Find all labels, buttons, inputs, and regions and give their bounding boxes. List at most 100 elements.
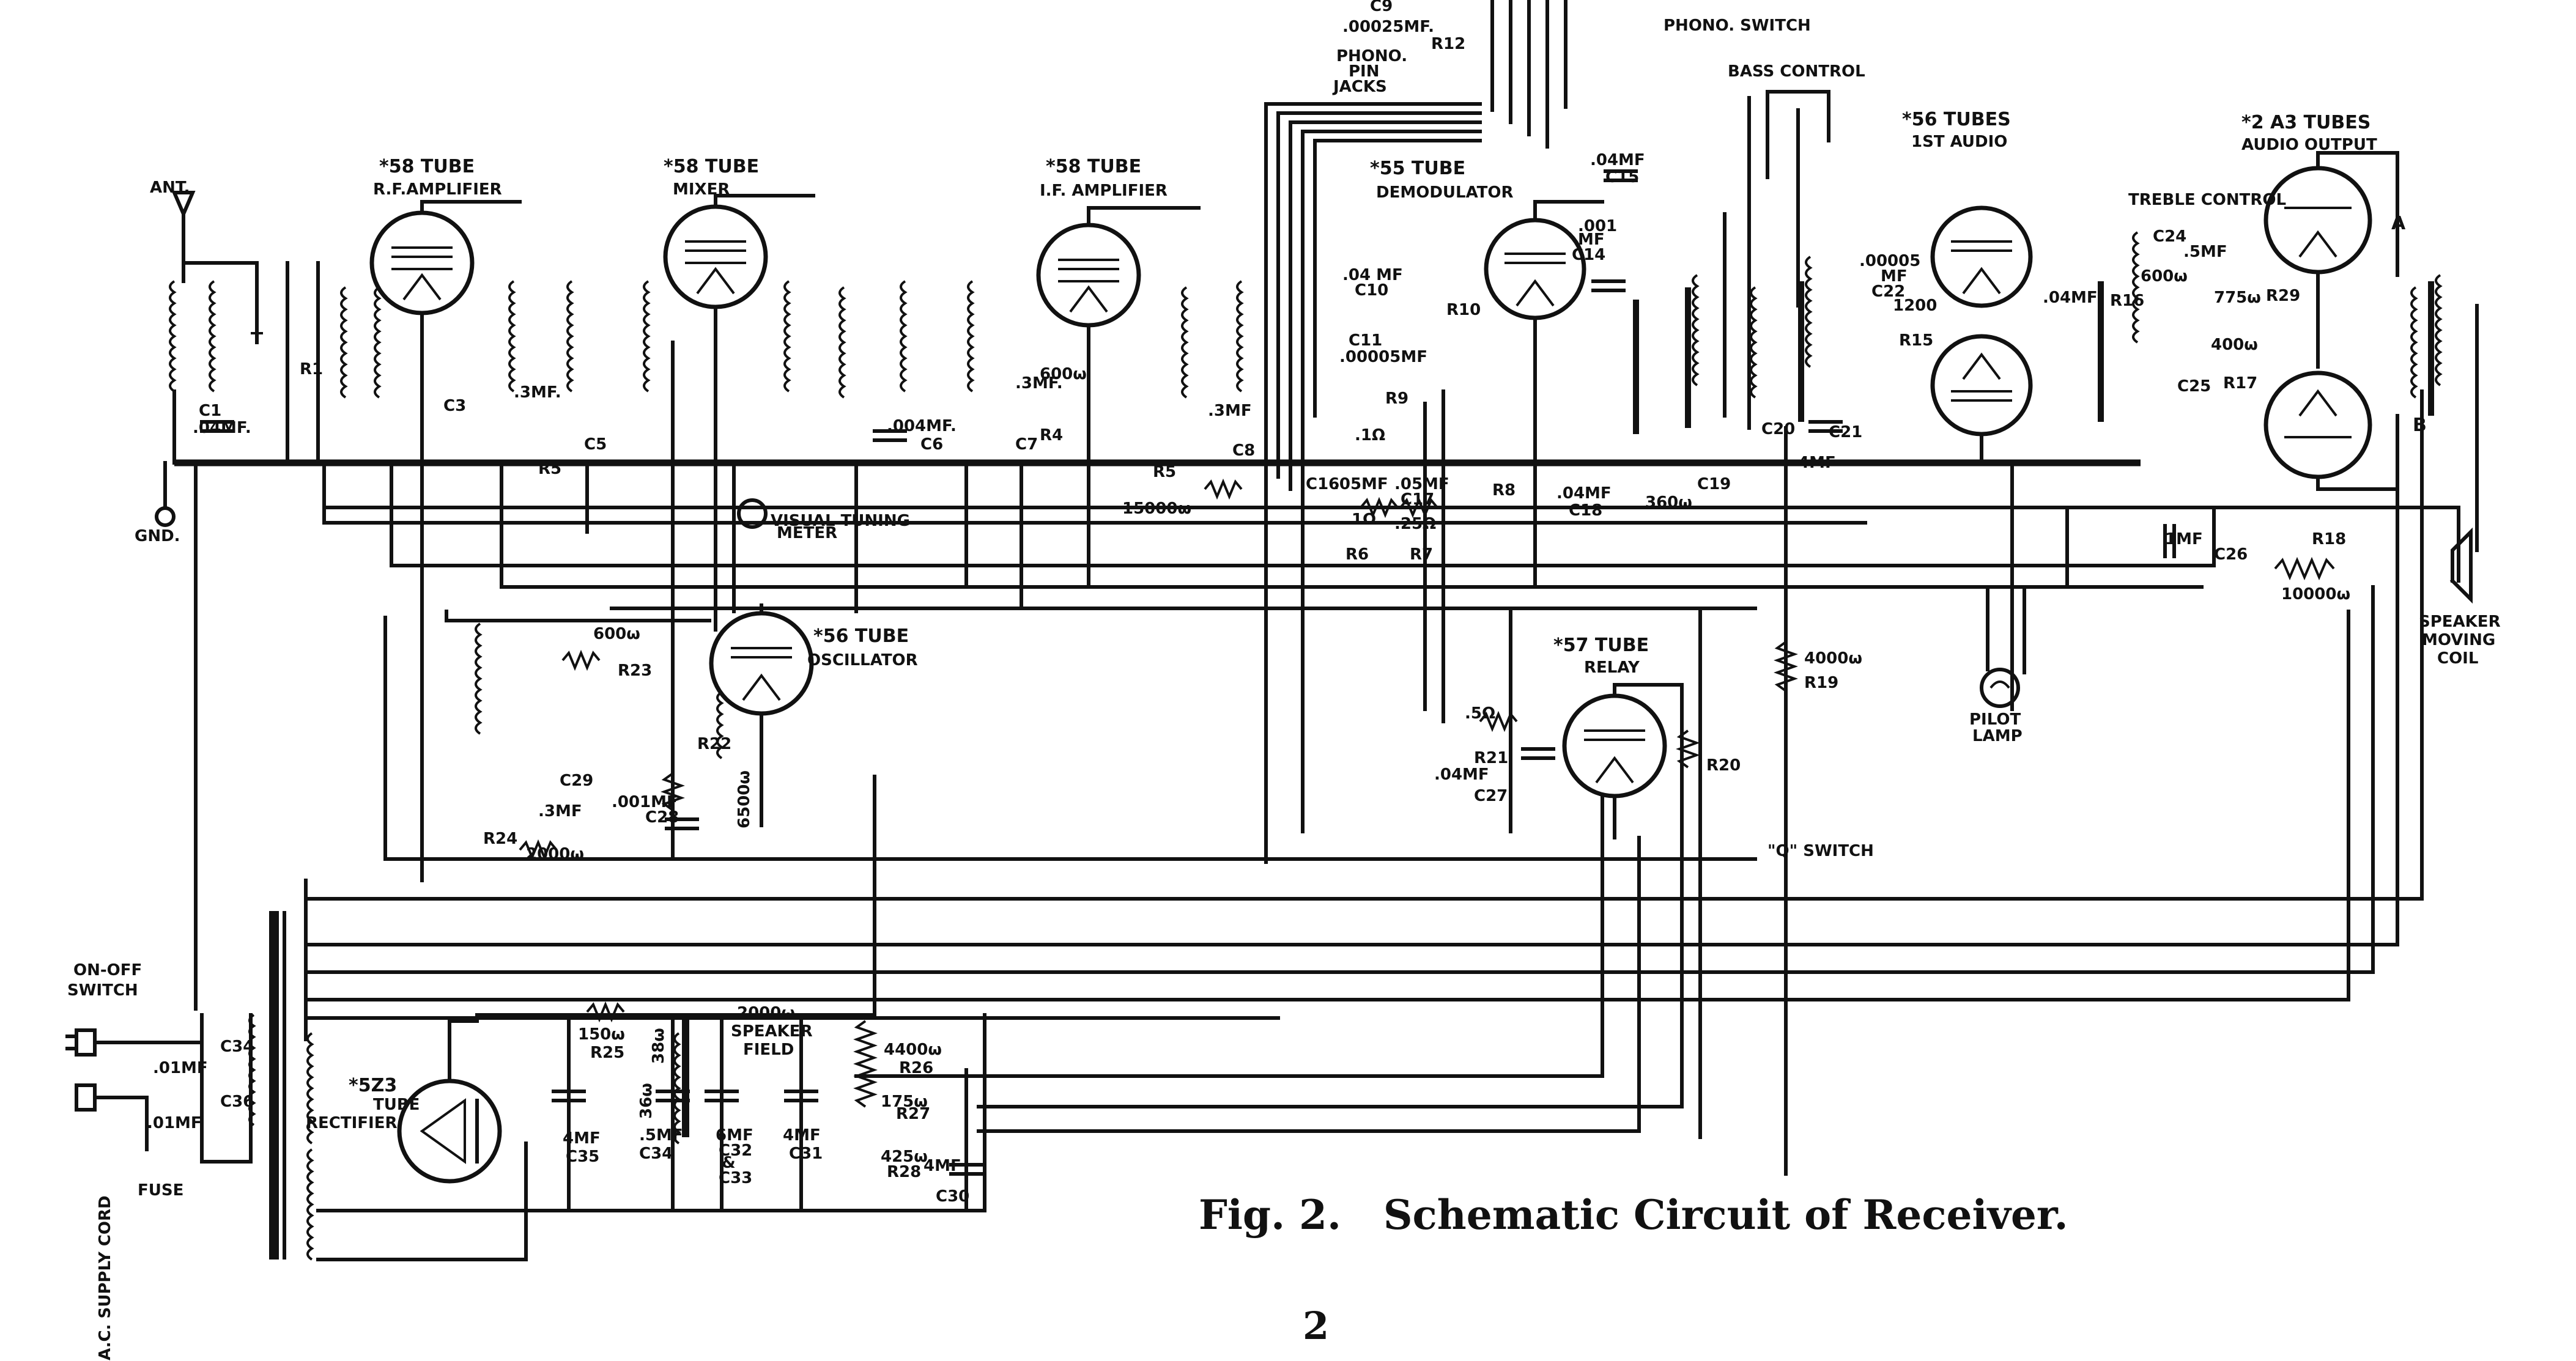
c11-name: C11 — [1349, 331, 1382, 350]
c10-name: C10 — [1355, 281, 1388, 300]
c34-ac-name: C34 — [220, 1038, 254, 1056]
speaker-coil-1: SPEAKER — [2419, 613, 2501, 631]
phono-pin-jacks-3: JACKS — [1332, 78, 1387, 96]
rf-amp-type: *58 TUBE — [379, 156, 475, 177]
general-labels: ANT. GND. PHONO. SWITCH BASS CONTROL PHO… — [67, 17, 2501, 1360]
c-3mf-value: .3MF — [538, 802, 582, 821]
r7-value: .25Ω — [1394, 515, 1436, 533]
c28-value: .001MF — [612, 793, 678, 811]
r26-name: R26 — [899, 1059, 933, 1077]
first-audio-role: 1ST AUDIO — [1911, 133, 2007, 151]
c27-value: .04MF — [1434, 765, 1489, 784]
r8-name: R8 — [1492, 481, 1516, 500]
c26-name: C26 — [2214, 545, 2248, 564]
c21-name: C21 — [1829, 423, 1862, 441]
c5-name: C5 — [584, 435, 607, 454]
r23-name: R23 — [618, 662, 652, 680]
output-b-label: B — [2413, 415, 2427, 436]
c24-name: C24 — [2153, 227, 2186, 246]
c28-name: C28 — [645, 808, 679, 827]
relay-role: RELAY — [1584, 658, 1640, 677]
r4-name: R4 — [1040, 426, 1063, 444]
output-role: AUDIO OUTPUT — [2241, 136, 2377, 154]
oscillator-role: OSCILLATOR — [807, 651, 918, 669]
tube-output-b — [2263, 371, 2399, 491]
speaker-field-3: FIELD — [743, 1041, 794, 1059]
r26-value: 4400ω — [884, 1041, 942, 1059]
first-audio-type: *56 TUBES — [1902, 109, 2011, 130]
r4-value: 600ω — [1040, 365, 1087, 383]
c30-value: 4MF — [923, 1157, 961, 1175]
fuse-label: FUSE — [138, 1181, 183, 1200]
c14-unit: MF — [1578, 231, 1605, 249]
c31-name: C31 — [789, 1145, 823, 1163]
tube-labels: *58 TUBE R.F.AMPLIFIER *58 TUBE MIXER *5… — [306, 109, 2377, 1132]
r5-osc-name: R5 — [538, 460, 561, 478]
c34-name: C34 — [639, 1145, 673, 1163]
pilot-lamp — [1980, 585, 2020, 708]
r9-value: .1Ω — [1355, 426, 1385, 444]
tube-mixer — [663, 194, 815, 632]
on-off-1: ON-OFF — [73, 961, 142, 979]
demod-role: DEMODULATOR — [1376, 183, 1514, 202]
tube-relay — [1562, 683, 1684, 839]
mixer-type: *58 TUBE — [664, 156, 759, 177]
r25-name: R25 — [590, 1044, 624, 1062]
demod-type: *55 TUBE — [1370, 158, 1465, 179]
capacitors — [200, 169, 2176, 1176]
rf-amp-role: R.F.AMPLIFIER — [373, 180, 502, 199]
c3-value: .3MF. — [514, 383, 561, 402]
c18-name: C18 — [1569, 501, 1602, 520]
oscillator-type: *56 TUBE — [813, 625, 909, 647]
c3-name: C3 — [443, 397, 466, 415]
r5-if-value: 15000ω — [1122, 500, 1191, 518]
speaker-field-2: SPEAKER — [731, 1022, 813, 1041]
mixer-role: MIXER — [673, 180, 730, 199]
interconnect-wires — [194, 0, 2479, 1261]
r20-name: R20 — [1706, 756, 1741, 775]
r-38-value: 38ω — [650, 1028, 668, 1064]
c1-name: C1 — [199, 402, 221, 420]
c36-name: C36 — [220, 1093, 254, 1111]
visual-tuning-1: VISUAL TUNING — [771, 512, 910, 530]
c29-name: C29 — [560, 772, 593, 790]
c17-value: .05MF — [1394, 475, 1449, 493]
r5-if-name: R5 — [1153, 463, 1176, 481]
ac-plug — [65, 1013, 253, 1164]
c34-value: .5MF — [639, 1126, 683, 1145]
c11-value: .00005MF — [1339, 348, 1427, 366]
r-6500-value: 6500ω — [735, 770, 753, 828]
c9-name: C9 — [1370, 0, 1393, 15]
if-amp-role: I.F. AMPLIFIER — [1040, 182, 1168, 200]
page-number: 2 — [1303, 1304, 1329, 1348]
r-360-value: 360ω — [1645, 493, 1692, 512]
r27-name: R27 — [896, 1105, 930, 1123]
c32-value: 6MF — [716, 1126, 753, 1145]
on-off-2: SWITCH — [67, 981, 138, 1000]
r9-name: R9 — [1385, 389, 1408, 408]
c8-name: C8 — [1232, 441, 1255, 460]
tube-demodulator — [1484, 200, 1604, 589]
c10-value: .04 MF — [1342, 266, 1403, 284]
r-400-value: 400ω — [2211, 336, 2258, 354]
r23-value: 600ω — [593, 625, 640, 643]
c26-value: 1MF — [2165, 530, 2203, 548]
c21-value: 4MF — [1798, 454, 1836, 472]
c6-name: C6 — [920, 435, 943, 454]
rectifier-role1: TUBE — [373, 1096, 420, 1114]
visual-tuning-meter — [737, 498, 768, 529]
r25-value: 150ω — [578, 1025, 625, 1044]
speaker-moving-coil — [2449, 527, 2473, 604]
c25-name: C25 — [2177, 377, 2211, 396]
tube-first-audio-top — [1930, 205, 2033, 308]
r22-name: R22 — [697, 735, 731, 753]
r21-value: .5Ω — [1465, 704, 1495, 723]
r15-value: 1200 — [1893, 297, 1937, 315]
treble-control-label: TREBLE CONTROL — [2128, 191, 2286, 209]
c18-value: .04MF — [1556, 484, 1612, 503]
tube-if-amp — [1036, 206, 1201, 589]
c01a-value: .01MF — [153, 1059, 208, 1077]
c22-unit: MF — [1881, 267, 1908, 286]
power-transformer-core — [269, 911, 286, 1260]
